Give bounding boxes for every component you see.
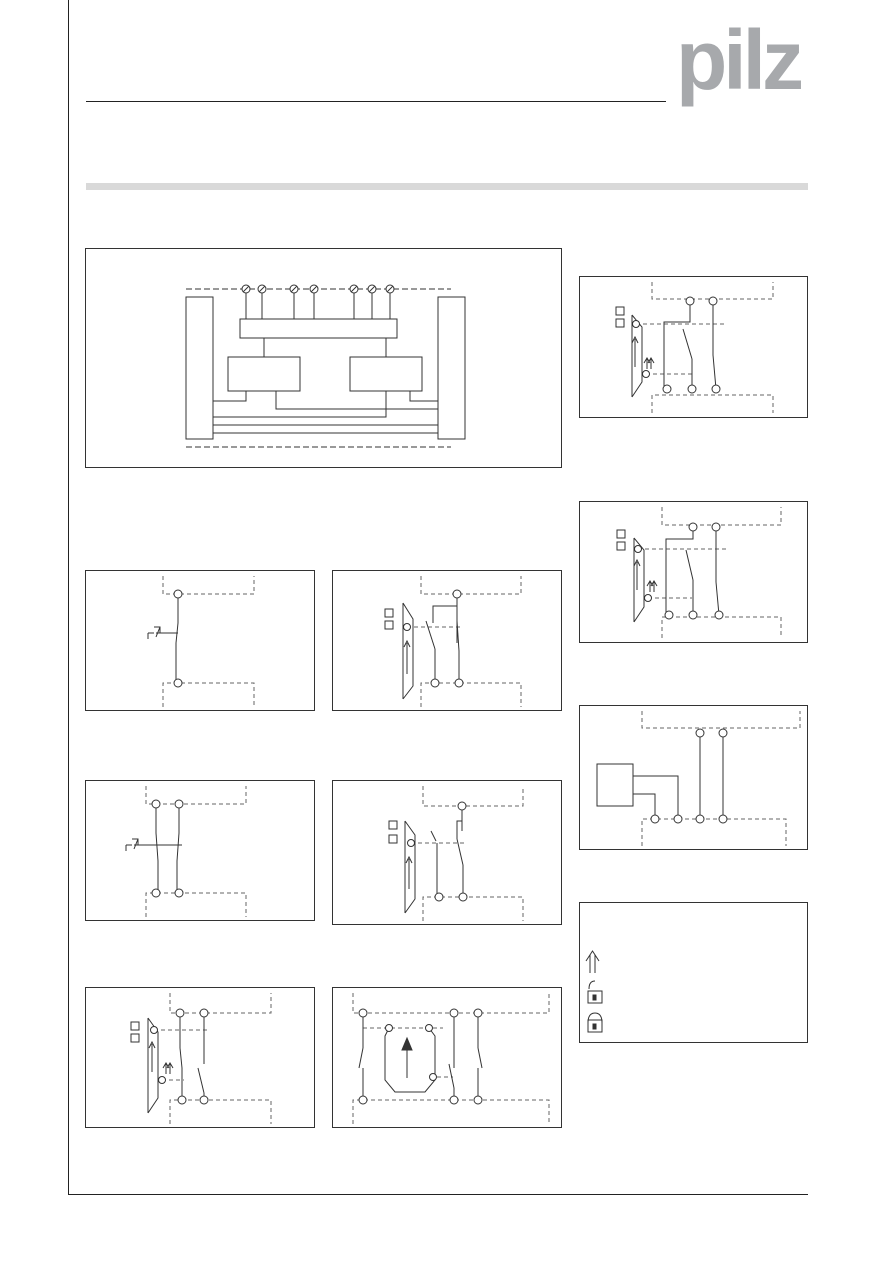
contact-diagram-r1 xyxy=(579,276,808,418)
left-bus-bar xyxy=(185,296,214,440)
contact-diagram-l5 xyxy=(85,987,315,1128)
footer-rule xyxy=(68,1194,808,1195)
module-box xyxy=(596,763,634,807)
contact-diagram-l1 xyxy=(85,570,315,711)
padlock-open-icon xyxy=(587,980,603,1004)
relay-bus-block xyxy=(239,318,398,339)
section-band xyxy=(86,183,808,190)
padlock-closed-icon xyxy=(587,1012,603,1033)
module-box-right xyxy=(349,356,423,392)
logo-wordmark: pilz xyxy=(676,13,804,107)
contact-diagram-r2 xyxy=(579,501,808,643)
double-arrow-up-icon xyxy=(585,950,600,973)
pilz-logo: pilz xyxy=(676,18,811,114)
right-bus-bar xyxy=(437,296,466,440)
contact-diagram-l2 xyxy=(332,570,562,711)
contact-diagram-l4 xyxy=(332,780,562,925)
contact-diagram-l6 xyxy=(332,987,562,1128)
contact-diagram-l3 xyxy=(85,780,315,921)
legend-panel xyxy=(579,902,808,1043)
contact-diagram-r3 xyxy=(579,705,808,850)
block-diagram-panel xyxy=(85,248,562,468)
block-diagram xyxy=(185,284,466,448)
header-rule xyxy=(86,101,666,102)
module-box-left xyxy=(227,356,301,392)
left-margin-rule xyxy=(68,0,69,1195)
